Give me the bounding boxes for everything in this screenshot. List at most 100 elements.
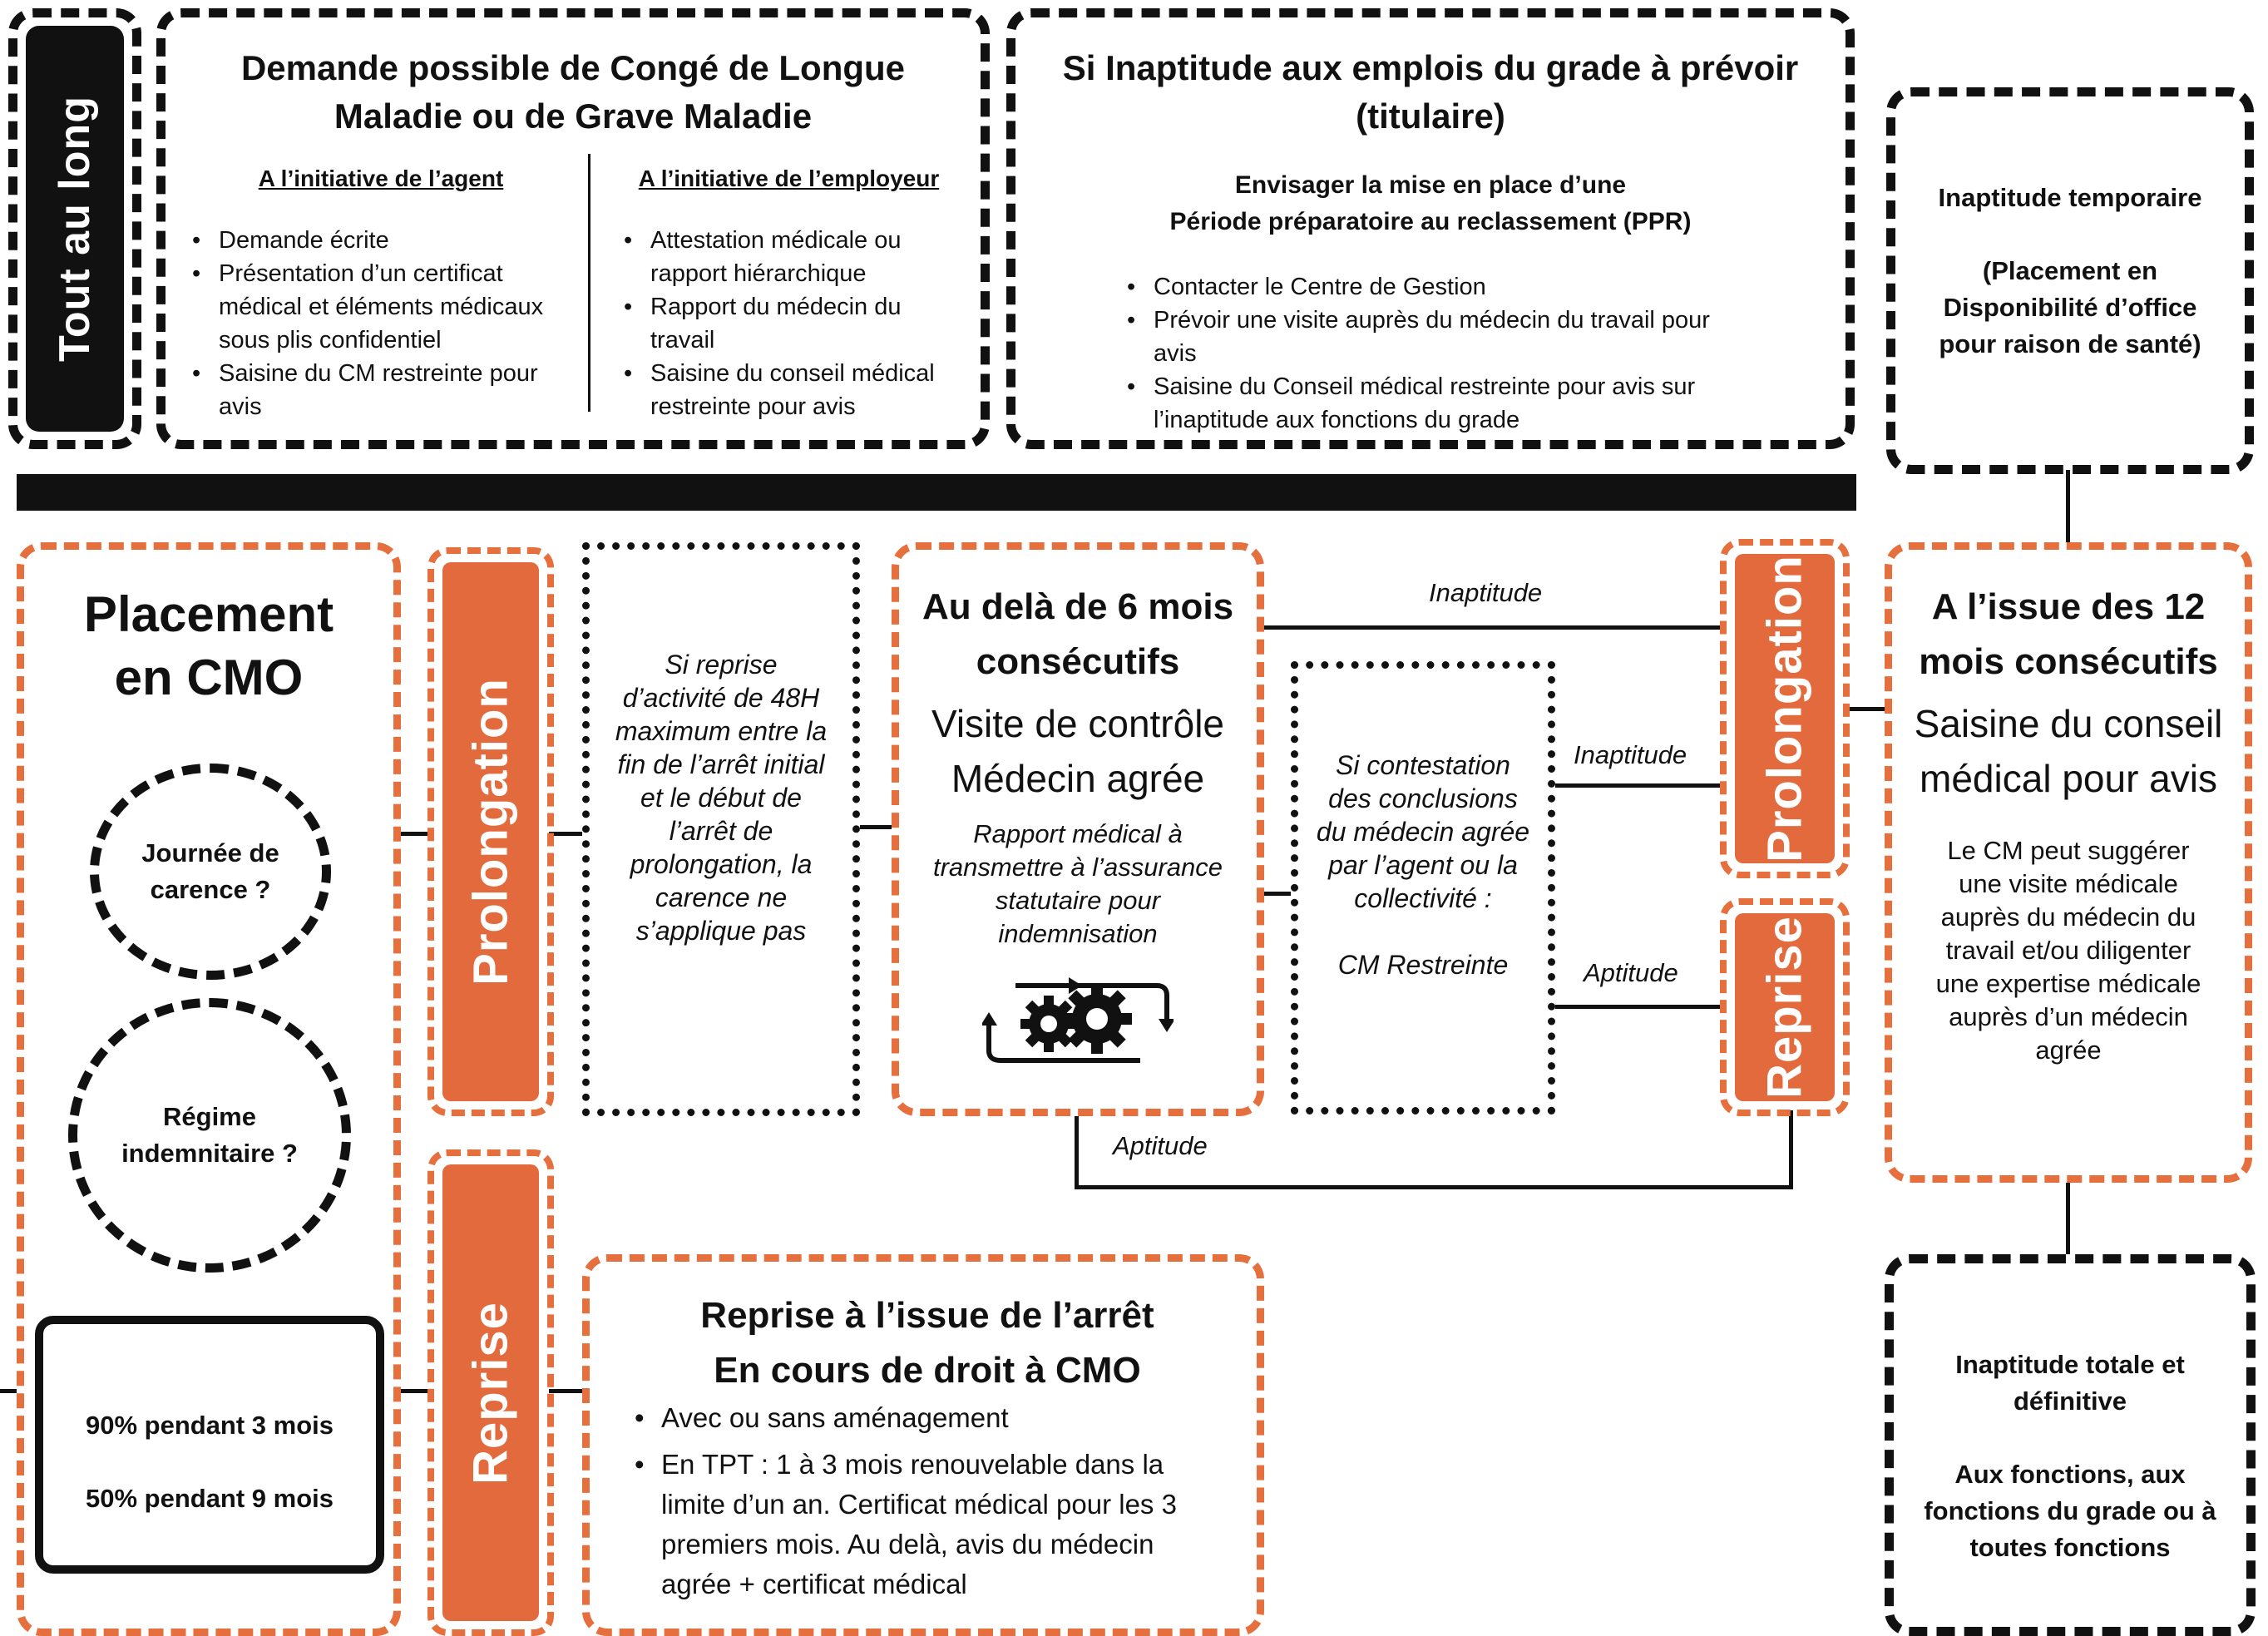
inaptitude-totale-line4: fonctions du grade ou à [1924, 1496, 2216, 1525]
carence-line1: Journée de [141, 838, 279, 867]
placement-title-line1: Placement [83, 586, 334, 642]
connector-line [1846, 707, 1888, 711]
connector-line [1552, 1005, 1725, 1009]
separator-bar [17, 474, 1856, 511]
reprise-label-left: Reprise [463, 1301, 518, 1485]
conge-agent-list: Demande écrite Présentation d’un certifi… [189, 224, 573, 423]
inaptitude-totale-line2: définitive [2013, 1386, 2127, 1416]
connector-line [549, 832, 589, 836]
douze-mois-sub-line1: Saisine du conseil [1914, 702, 2223, 745]
inaptitude-totale-line1: Inaptitude totale et [1955, 1350, 2185, 1379]
douze-mois-title-line1: A l’issue des 12 [1931, 586, 2206, 627]
reprise-48h-text: Si reprise d’activité de 48H maximum ent… [615, 650, 828, 946]
contestation-cm: CM Restreinte [1337, 950, 1509, 980]
placement-title-line2: en CMO [114, 650, 304, 705]
conge-longue-maladie-box: Demande possible de Congé de Longue Mala… [156, 8, 990, 449]
inaptitude-temporaire-line3: Disponibilité d’office [1943, 293, 2197, 322]
connector-line [1075, 1110, 1079, 1189]
list-item: Rapport du médecin du travail [620, 290, 957, 357]
connector-line [395, 1389, 432, 1393]
pay-rates-box: 90% pendant 3 mois 50% pendant 9 mois [35, 1316, 384, 1574]
conge-employeur-heading: A l’initiative de l’employeur [638, 166, 940, 191]
conge-agent-heading: A l’initiative de l’agent [258, 166, 504, 191]
list-item: Avec ou sans aménagement [631, 1398, 1223, 1438]
conge-employeur-column: A l’initiative de l’employeur Attestatio… [605, 162, 957, 423]
connector-line [1552, 783, 1725, 788]
connector-line [395, 832, 432, 836]
douze-mois-title-line2: mois consécutifs [1919, 641, 2218, 682]
prolongation-label-left: Prolongation [463, 678, 518, 986]
ppr-line2: Période préparatoire au reclassement (PP… [1169, 208, 1692, 235]
inaptitude-totale-line3: Aux fonctions, aux [1954, 1460, 2186, 1489]
reprise-label-right: Reprise [1757, 916, 1812, 1099]
inaptitude-totale-line5: toutes fonctions [1969, 1533, 2171, 1562]
carence-line2: carence ? [150, 875, 271, 904]
reprise-tab-left[interactable]: Reprise [427, 1149, 554, 1636]
tout-au-long-box: Tout au long [8, 8, 141, 449]
contestation-text: Si contestation des conclusions du médec… [1316, 750, 1530, 913]
carence-circle: Journée de carence ? [90, 764, 331, 980]
inaptitude-grade-title-line1: Si Inaptitude aux emplois du grade à pré… [1062, 48, 1799, 87]
douze-mois-sub-line2: médical pour avis [1920, 757, 2217, 800]
inaptitude-temporaire-line2: (Placement en [1982, 256, 2158, 285]
reprise-tab-right[interactable]: Reprise [1720, 898, 1850, 1116]
list-item: En TPT : 1 à 3 mois renouvelable dans la… [631, 1445, 1223, 1604]
prolongation-tab-left[interactable]: Prolongation [427, 547, 554, 1116]
conge-column-divider [588, 154, 590, 412]
regime-indemnitaire-circle: Régime indemnitaire ? [68, 998, 351, 1273]
inaptitude-grade-box: Si Inaptitude aux emplois du grade à pré… [1006, 8, 1855, 449]
conge-title-line1: Demande possible de Congé de Longue [240, 48, 906, 87]
tout-au-long-label: Tout au long [51, 95, 99, 363]
inaptitude-totale-box: Inaptitude totale et définitive Aux fonc… [1885, 1254, 2256, 1636]
conge-employeur-list: Attestation médicale ou rapport hiérarch… [620, 224, 957, 423]
connector-line [1258, 892, 1296, 896]
douze-mois-box: A l’issue des 12 mois consécutifs Saisin… [1885, 542, 2252, 1183]
conge-agent-column: A l’initiative de l’agent Demande écrite… [189, 162, 588, 423]
six-mois-title-line1: Au delà de 6 mois [922, 586, 1234, 627]
list-item: Demande écrite [189, 224, 573, 257]
list-item: Saisine du Conseil médical restreinte po… [1124, 370, 1756, 437]
regime-line1: Régime [163, 1102, 256, 1131]
pay-rate-50: 50% pendant 9 mois [85, 1484, 334, 1513]
edge-label-aptitude-mid: Aptitude [1584, 958, 1678, 987]
ppr-line1: Envisager la mise en place d’une [1234, 171, 1627, 199]
reprise-arret-title-line1: Reprise à l’issue de l’arrêt [700, 1295, 1154, 1336]
inaptitude-temporaire-line4: pour raison de santé) [1939, 329, 2201, 358]
inaptitude-temporaire-line1: Inaptitude temporaire [1938, 183, 2202, 212]
list-item: Contacter le Centre de Gestion [1124, 270, 1756, 304]
gears-cycle-icon [981, 977, 1175, 1063]
reprise-tab-left-fill: Reprise [442, 1164, 539, 1621]
prolongation-tab-right-fill: Prolongation [1735, 554, 1835, 863]
reprise-48h-box: Si reprise d’activité de 48H maximum ent… [582, 542, 860, 1116]
connector-line [549, 1389, 586, 1393]
reprise-arret-title-line2: En cours de droit à CMO [714, 1350, 1141, 1391]
edge-label-aptitude-bottom: Aptitude [1113, 1131, 1208, 1160]
six-mois-box: Au delà de 6 mois consécutifs Visite de … [892, 542, 1264, 1116]
edge-label-inaptitude-top: Inaptitude [1429, 578, 1543, 607]
list-item: Attestation médicale ou rapport hiérarch… [620, 224, 957, 290]
contestation-box: Si contestation des conclusions du médec… [1291, 661, 1555, 1115]
prolongation-tab-right[interactable]: Prolongation [1720, 539, 1850, 878]
inaptitude-grade-title-line2: (titulaire) [1356, 96, 1505, 136]
reprise-tab-right-fill: Reprise [1735, 913, 1835, 1101]
six-mois-sub-line2: Médecin agrée [951, 757, 1205, 800]
connector-line [1258, 625, 1725, 630]
connector-line [1075, 1185, 1793, 1189]
inaptitude-grade-list: Contacter le Centre de Gestion Prévoir u… [1124, 270, 1756, 437]
list-item: Présentation d’un certificat médical et … [189, 257, 573, 357]
regime-line2: indemnitaire ? [121, 1139, 298, 1168]
reprise-arret-box: Reprise à l’issue de l’arrêt En cours de… [582, 1254, 1264, 1636]
list-item: Saisine du CM restreinte pour avis [189, 357, 573, 423]
connector-line [855, 825, 895, 829]
connector-line [2066, 470, 2070, 543]
connector-line [1789, 1110, 1793, 1189]
douze-mois-note: Le CM peut suggérer une visite médicale … [1935, 836, 2201, 1065]
six-mois-title-line2: consécutifs [976, 641, 1180, 682]
reprise-arret-list: Avec ou sans aménagement En TPT : 1 à 3 … [631, 1398, 1223, 1604]
list-item: Prévoir une visite auprès du médecin du … [1124, 304, 1756, 370]
edge-label-inaptitude-mid: Inaptitude [1574, 740, 1687, 769]
six-mois-sub-line1: Visite de contrôle [931, 702, 1225, 745]
conge-title-line2: Maladie ou de Grave Maladie [334, 96, 813, 136]
prolongation-tab-left-fill: Prolongation [442, 562, 539, 1101]
tout-au-long-fill: Tout au long [26, 26, 124, 432]
